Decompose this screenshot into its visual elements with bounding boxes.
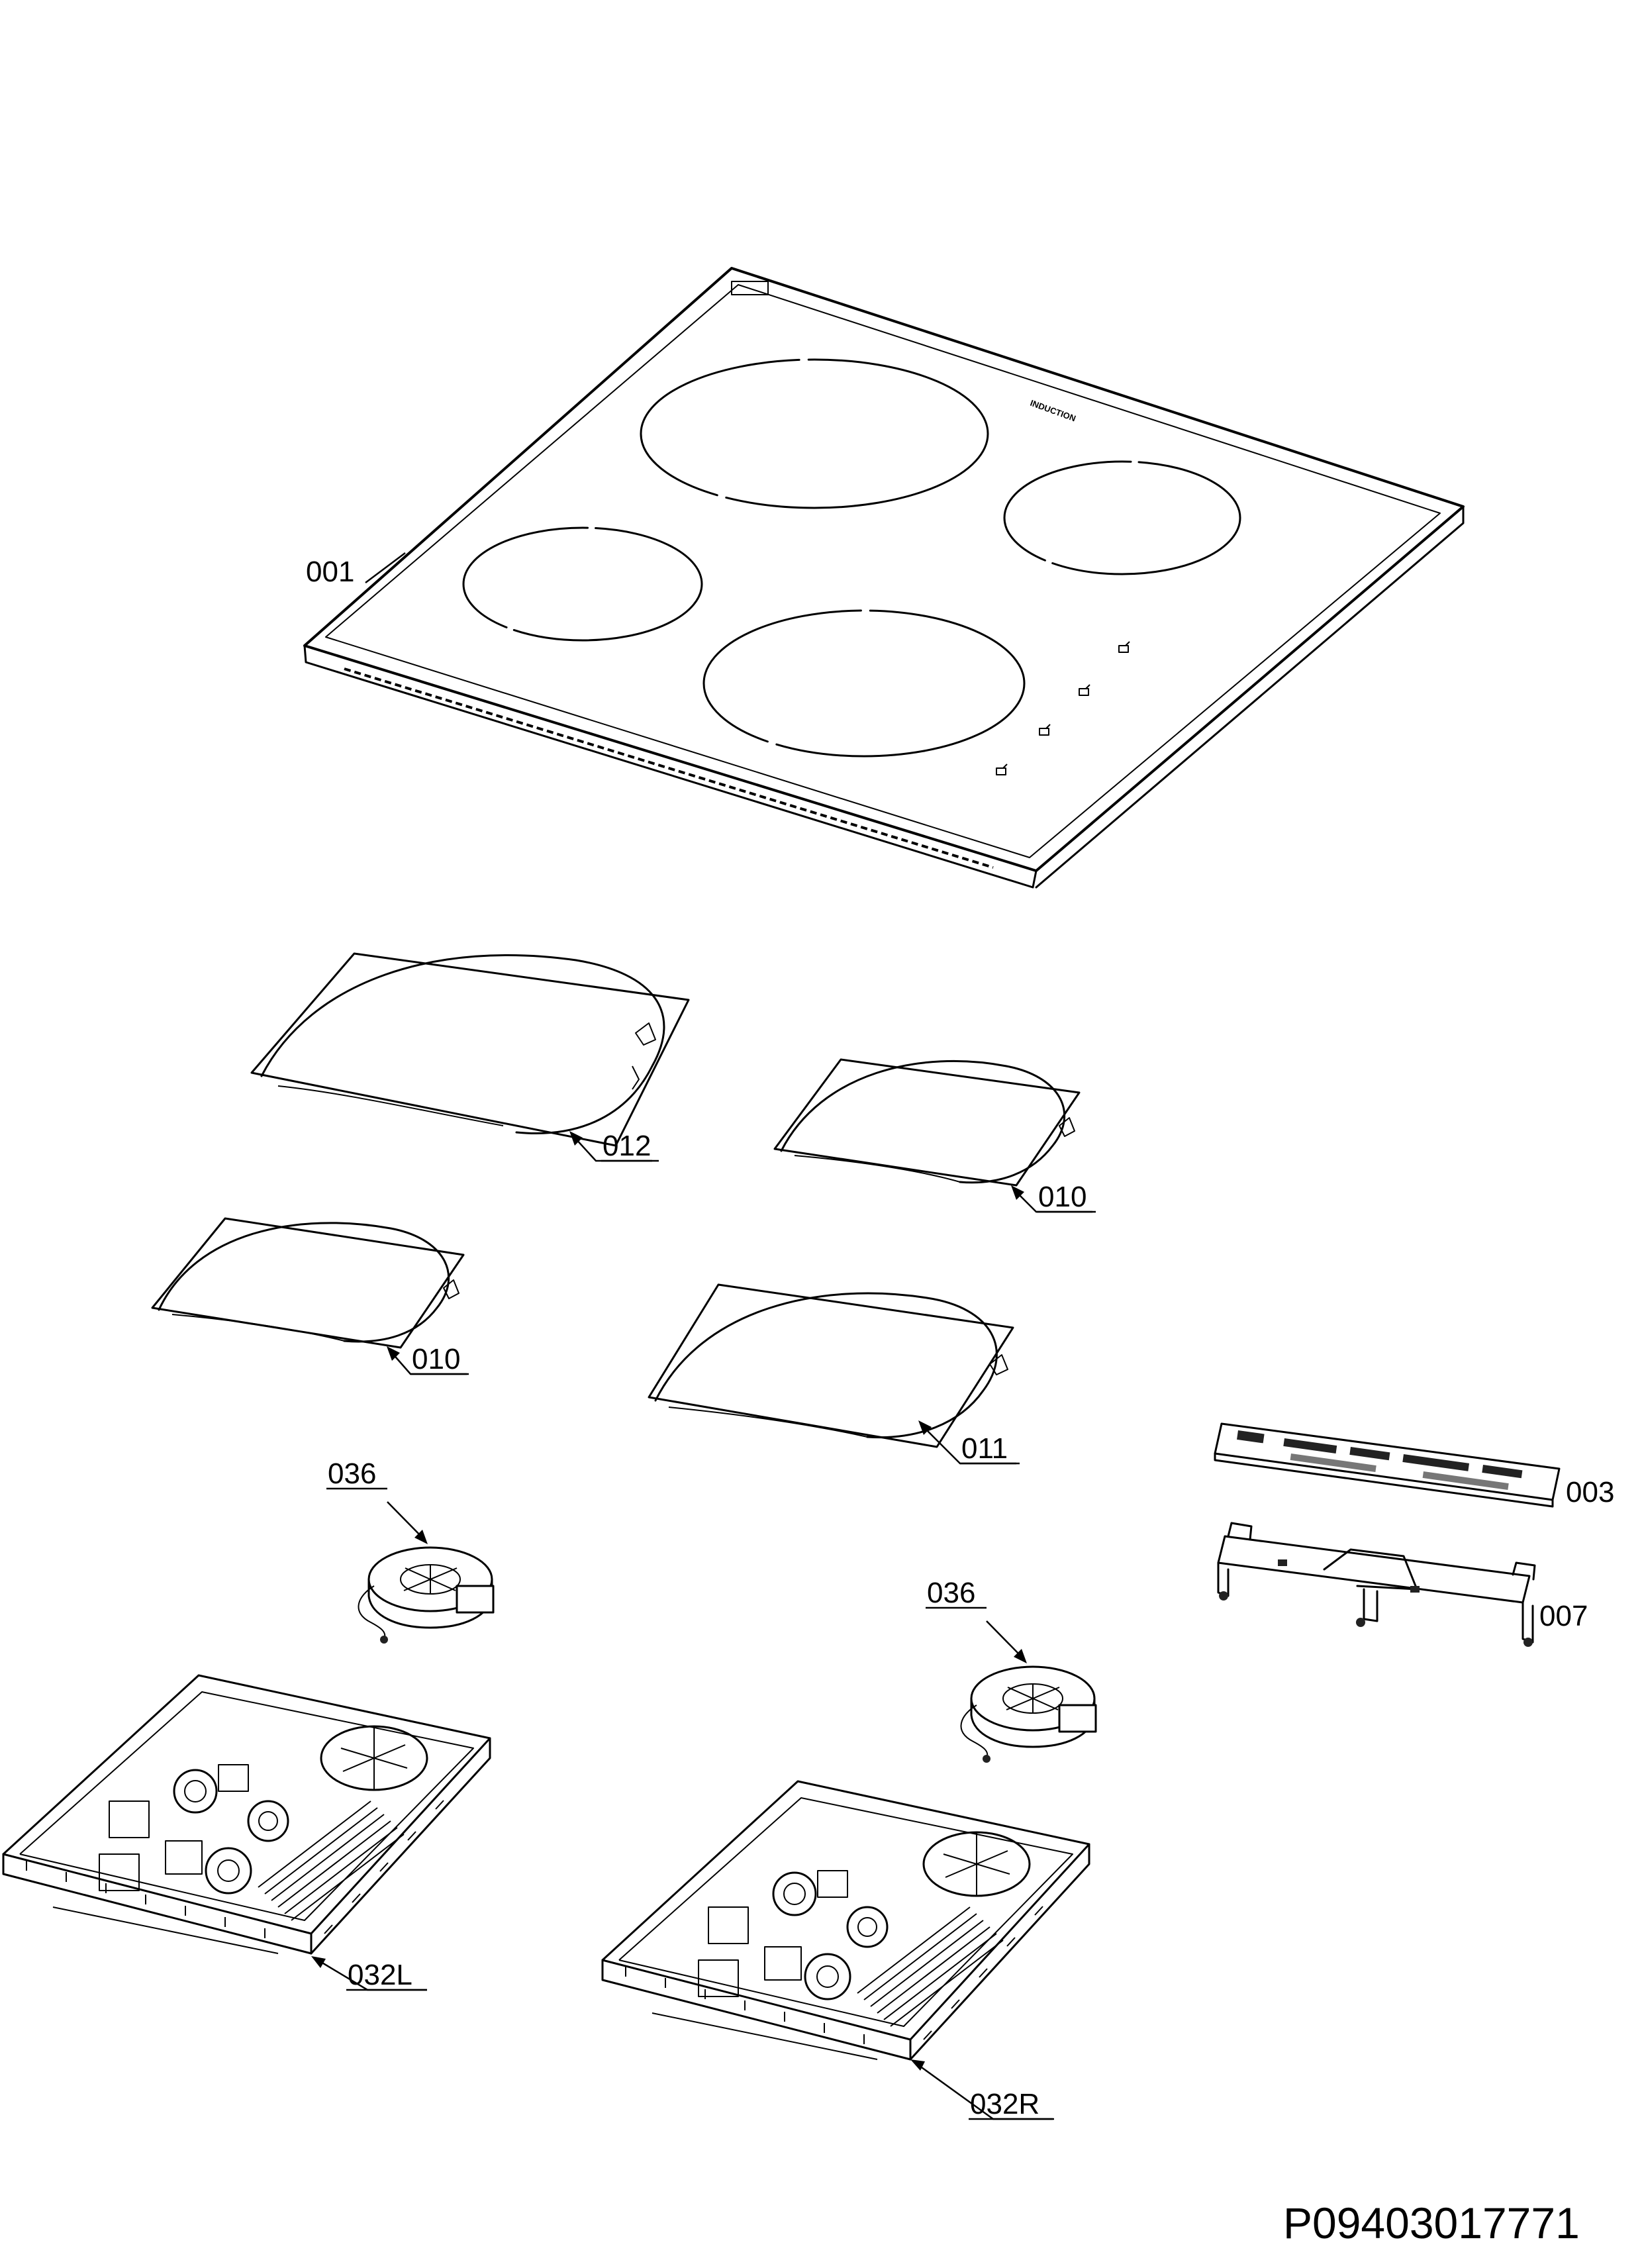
callout-012: 012	[603, 1130, 651, 1162]
cooling-fan-036-left	[358, 1546, 495, 1644]
callout-011: 011	[961, 1432, 1008, 1465]
induction-coil-010-right	[773, 1058, 1081, 1187]
callout-032R: 032R	[970, 2088, 1039, 2120]
callout-003: 003	[1566, 1476, 1614, 1508]
callout-036-right: 036	[927, 1577, 975, 1609]
power-board-032L	[2, 1674, 491, 1955]
callout-labels: 001 012 010 010 011 036 036 003 007 032L…	[306, 556, 1614, 2120]
hob-glass-top	[303, 267, 1465, 889]
cooling-fan-036-right	[960, 1665, 1097, 1763]
power-board-032R	[601, 1780, 1090, 2061]
induction-coil-011	[648, 1283, 1014, 1448]
callout-010-right: 010	[1038, 1181, 1087, 1213]
touch-control-symbols	[996, 641, 1130, 775]
callout-032L: 032L	[348, 1959, 412, 1991]
callout-007: 007	[1539, 1600, 1588, 1632]
document-number: P09403017771	[1283, 2198, 1580, 2247]
callout-036-left: 036	[328, 1457, 376, 1490]
callout-001: 001	[306, 556, 354, 588]
callout-010-left: 010	[412, 1343, 460, 1375]
touch-control-board-003	[1214, 1422, 1561, 1508]
leader-lines	[311, 552, 1092, 2120]
control-board-holder-007	[1217, 1522, 1536, 1647]
hob-marking-text: INDUCTION	[1029, 398, 1077, 424]
induction-coil-012	[250, 952, 690, 1147]
induction-coil-010-left	[151, 1217, 465, 1349]
